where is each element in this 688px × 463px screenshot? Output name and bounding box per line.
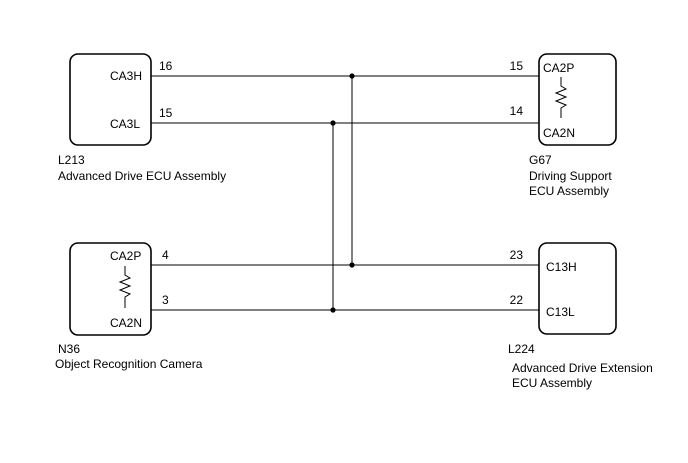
component-name: Object Recognition Camera bbox=[55, 357, 203, 371]
component-g67: CA2P CA2N 15 14 G67 Driving Support ECU … bbox=[510, 53, 617, 198]
pin-label-ca2n: CA2N bbox=[110, 316, 142, 330]
component-id: L224 bbox=[508, 342, 535, 356]
component-box bbox=[538, 242, 617, 335]
component-box bbox=[538, 53, 617, 146]
junction-dot bbox=[330, 120, 336, 126]
resistor-icon bbox=[118, 266, 132, 308]
wires bbox=[151, 75, 539, 311]
pin-label-c13l: C13L bbox=[546, 305, 575, 319]
junction-dot bbox=[349, 73, 355, 79]
component-id: N36 bbox=[58, 342, 80, 356]
resistor-icon bbox=[554, 77, 568, 118]
pin-label-ca2p: CA2P bbox=[543, 61, 574, 75]
pin-label-c13h: C13H bbox=[546, 260, 577, 274]
pin-number: 15 bbox=[159, 106, 173, 120]
junctions bbox=[330, 73, 355, 313]
component-box bbox=[69, 242, 152, 336]
pin-number: 14 bbox=[510, 104, 524, 118]
component-l213: CA3H CA3L 16 15 L213 Advanced Drive ECU … bbox=[58, 53, 226, 183]
component-id: G67 bbox=[529, 153, 552, 167]
component-n36: CA2P CA2N 4 3 N36 Object Recognition Cam… bbox=[55, 242, 203, 371]
pin-number: 16 bbox=[159, 59, 173, 73]
junction-dot bbox=[349, 262, 355, 268]
component-l224: C13H C13L 23 22 L224 Advanced Drive Exte… bbox=[508, 242, 653, 390]
junction-dot bbox=[330, 307, 336, 313]
pin-number: 22 bbox=[510, 293, 524, 307]
component-id: L213 bbox=[58, 153, 85, 167]
component-box bbox=[69, 53, 152, 146]
component-name: ECU Assembly bbox=[512, 376, 592, 390]
component-name: ECU Assembly bbox=[529, 184, 609, 198]
pin-number: 15 bbox=[510, 59, 524, 73]
pin-label-ca2p: CA2P bbox=[110, 249, 141, 263]
pin-number: 3 bbox=[162, 293, 169, 307]
pin-number: 4 bbox=[162, 248, 169, 262]
component-name: Advanced Drive Extension bbox=[512, 361, 653, 375]
pin-label-ca3l: CA3L bbox=[110, 117, 140, 131]
pin-label-ca3h: CA3H bbox=[110, 69, 142, 83]
component-name: Driving Support bbox=[529, 169, 612, 183]
pin-label-ca2n: CA2N bbox=[543, 126, 575, 140]
component-name: Advanced Drive ECU Assembly bbox=[58, 169, 226, 183]
pin-number: 23 bbox=[510, 248, 524, 262]
